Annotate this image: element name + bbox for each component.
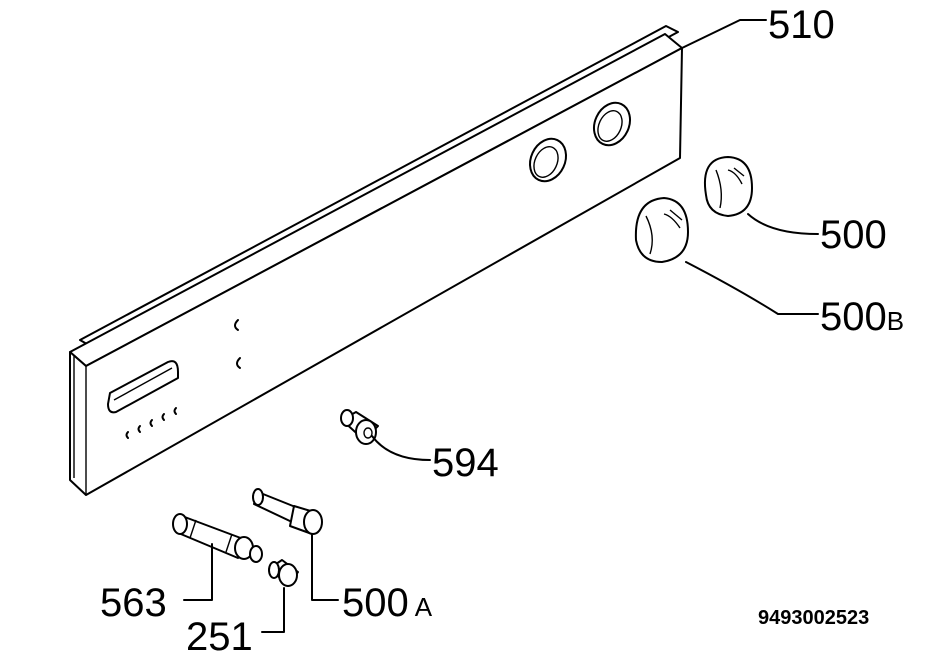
label-251: 251 [186, 615, 253, 659]
label-500b-number: 500 [820, 295, 887, 339]
cap-594 [340, 409, 379, 445]
label-563: 563 [100, 581, 167, 625]
control-panel [69, 25, 683, 496]
label-500: 500 [820, 213, 887, 257]
label-500a-number: 500 [342, 581, 409, 625]
label-510: 510 [768, 3, 835, 47]
knob-500b [634, 197, 689, 263]
panel-button-dots [125, 407, 177, 439]
button-251 [268, 559, 299, 587]
leader-lines [183, 19, 819, 633]
label-500b: 500B [820, 295, 904, 339]
knob-500 [704, 156, 753, 217]
spindle-500a [252, 488, 323, 535]
label-594: 594 [432, 441, 499, 485]
drawing-code: 9493002523 [758, 607, 869, 629]
label-500a-suffix: A [415, 592, 433, 622]
label-500b-suffix: B [887, 306, 904, 336]
shaft-563 [172, 513, 263, 563]
